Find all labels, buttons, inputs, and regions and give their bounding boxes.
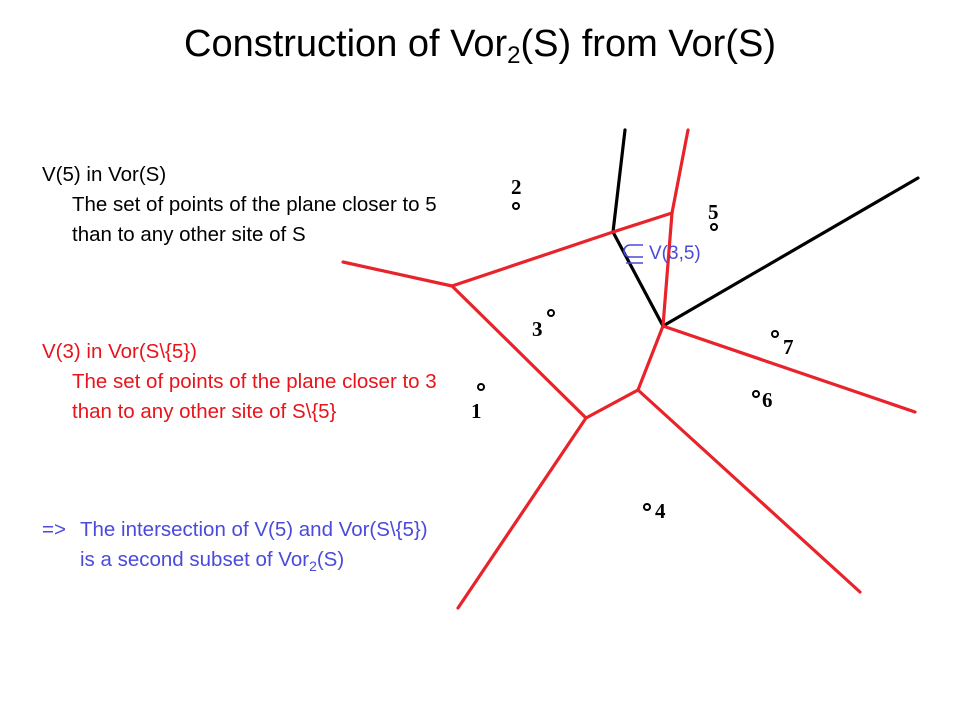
vor-s-edges — [611, 128, 920, 328]
site-5-label: 5 — [708, 200, 719, 224]
site-6-point — [752, 390, 760, 398]
site-5-point — [710, 223, 718, 231]
edge-red-9 — [584, 388, 640, 420]
edge-2-5-upper — [611, 128, 627, 234]
site-2-label: 2 — [511, 175, 522, 199]
site-1-label: 1 — [471, 399, 482, 423]
conclusion-subscript: 2 — [309, 558, 317, 574]
edge-red-8 — [636, 388, 862, 594]
v5-body: The set of points of the plane closer to… — [72, 193, 437, 246]
v3-heading: V(3) in Vor(S\{5}) — [42, 340, 197, 363]
edge-red-3 — [611, 211, 674, 234]
v5-description: V(5) in Vor(S) The set of points of the … — [42, 160, 442, 250]
vor-s-minus-5-edges — [341, 128, 917, 610]
edge-red-1 — [341, 260, 454, 288]
site-1-point — [477, 383, 485, 391]
edge-5-7 — [661, 176, 920, 328]
edge-red-5 — [661, 211, 674, 328]
slide-title: Construction of Vor2(S) from Vor(S) — [0, 18, 960, 70]
site-2-point — [512, 202, 520, 210]
title-rest: (S) from Vor(S) — [520, 23, 776, 65]
conclusion-tail: (S) — [316, 548, 345, 571]
site-6-label: 6 — [762, 388, 773, 412]
site-4-point — [643, 503, 651, 511]
conclusion-arrow: => — [42, 518, 66, 541]
conclusion: => The intersection of V(5) and Vor(S\{5… — [42, 515, 442, 575]
v5-heading: V(5) in Vor(S) — [42, 163, 167, 186]
edge-3-5 — [611, 230, 665, 328]
edge-red-4 — [670, 128, 690, 215]
site-7-point — [771, 330, 779, 338]
region-v35-label: V(3,5) — [649, 243, 701, 264]
edge-red-7 — [636, 324, 665, 392]
v3-body: The set of points of the plane closer to… — [72, 370, 437, 423]
v3-description: V(3) in Vor(S\{5}) The set of points of … — [42, 337, 442, 427]
site-3-point — [547, 309, 555, 317]
site-4-label: 4 — [655, 499, 666, 523]
site-3-label: 3 — [532, 317, 543, 341]
site-7-label: 7 — [783, 335, 794, 359]
edge-red-2 — [450, 230, 615, 288]
edge-red-6 — [661, 324, 917, 414]
title-main: Construction of Vor — [184, 23, 508, 65]
subset-icon — [623, 244, 643, 264]
sites — [477, 202, 779, 511]
edge-red-11 — [456, 416, 588, 610]
site-labels: 1 2 3 4 5 6 7 — [471, 175, 794, 523]
conclusion-body: The intersection of V(5) and Vor(S\{5}) … — [42, 515, 442, 575]
edge-red-10 — [450, 284, 588, 420]
conclusion-text: The intersection of V(5) and Vor(S\{5}) … — [80, 518, 428, 571]
title-subscript: 2 — [507, 42, 521, 69]
